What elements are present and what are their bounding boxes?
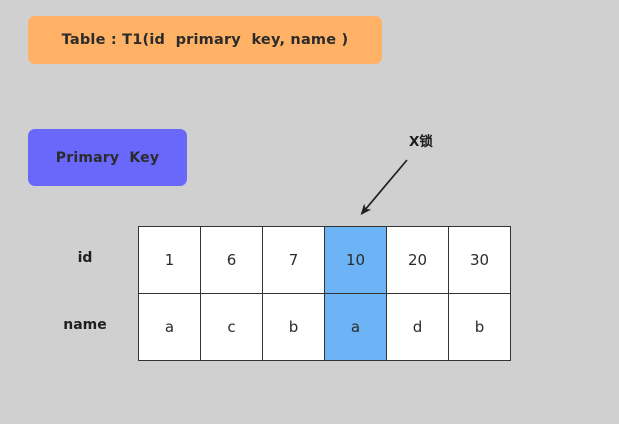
cell-name-4: d xyxy=(386,293,449,361)
cell-name-1: c xyxy=(200,293,263,361)
cell-name-5: b xyxy=(448,293,511,361)
row-label-name: name xyxy=(63,317,107,333)
cell-id-3-locked: 10 xyxy=(324,226,387,294)
x-lock-annotation-label: X锁 xyxy=(409,134,433,150)
record-grid: 1 6 7 10 20 30 a c b a d b xyxy=(138,226,511,361)
primary-key-badge: Primary Key xyxy=(28,129,187,186)
cell-id-0: 1 xyxy=(138,226,201,294)
table-definition-text: Table : T1(id primary key, name ) xyxy=(61,32,349,48)
cell-name-3-locked: a xyxy=(324,293,387,361)
table-row: a c b a d b xyxy=(138,293,511,361)
cell-id-1: 6 xyxy=(200,226,263,294)
table-definition-banner: Table : T1(id primary key, name ) xyxy=(28,16,382,64)
table-row: 1 6 7 10 20 30 xyxy=(138,226,511,294)
arrow-down-left-icon xyxy=(360,159,408,216)
cell-id-2: 7 xyxy=(262,226,325,294)
cell-name-2: b xyxy=(262,293,325,361)
cell-id-4: 20 xyxy=(386,226,449,294)
primary-key-label: Primary Key xyxy=(55,149,160,166)
cell-name-0: a xyxy=(138,293,201,361)
cell-id-5: 30 xyxy=(448,226,511,294)
row-label-id: id xyxy=(77,250,93,266)
